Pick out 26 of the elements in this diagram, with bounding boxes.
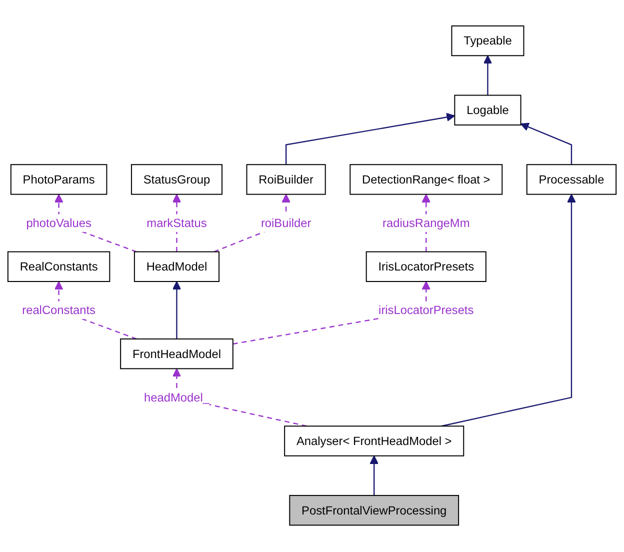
edge-label: roiBuilder bbox=[260, 216, 312, 230]
node-box: RealConstants bbox=[7, 252, 110, 282]
node-box: Typeable bbox=[451, 26, 524, 57]
node-box: FrontHeadModel bbox=[120, 338, 234, 370]
node-box: HeadModel bbox=[134, 252, 220, 282]
node-box: PostFrontalViewProcessing bbox=[289, 495, 460, 526]
node-box: DetectionRange< float > bbox=[350, 164, 503, 196]
node-box: StatusGroup bbox=[130, 164, 222, 196]
edge-label: realConstants bbox=[22, 304, 96, 318]
arrow bbox=[370, 456, 378, 496]
edge-label: irisLocatorPresets bbox=[378, 304, 474, 318]
edge-label: photoValues bbox=[26, 216, 92, 230]
edge-label: headModel_ bbox=[144, 390, 210, 405]
node-box: RoiBuilder bbox=[246, 164, 326, 196]
arrow bbox=[172, 282, 182, 340]
arrow bbox=[520, 123, 572, 166]
arrow bbox=[441, 194, 576, 428]
node-box: IrisLocatorPresets bbox=[366, 252, 486, 282]
edge-label: radiusRangeMm bbox=[382, 216, 470, 230]
node-box: Analyser< FrontHeadModel > bbox=[284, 426, 464, 457]
arrow bbox=[483, 56, 492, 96]
node-box: Processable bbox=[526, 164, 617, 196]
node-box: Logable bbox=[454, 95, 522, 126]
node-box: PhotoParams bbox=[10, 164, 108, 196]
edge-label: markStatus bbox=[146, 216, 207, 230]
arrow bbox=[285, 113, 456, 166]
